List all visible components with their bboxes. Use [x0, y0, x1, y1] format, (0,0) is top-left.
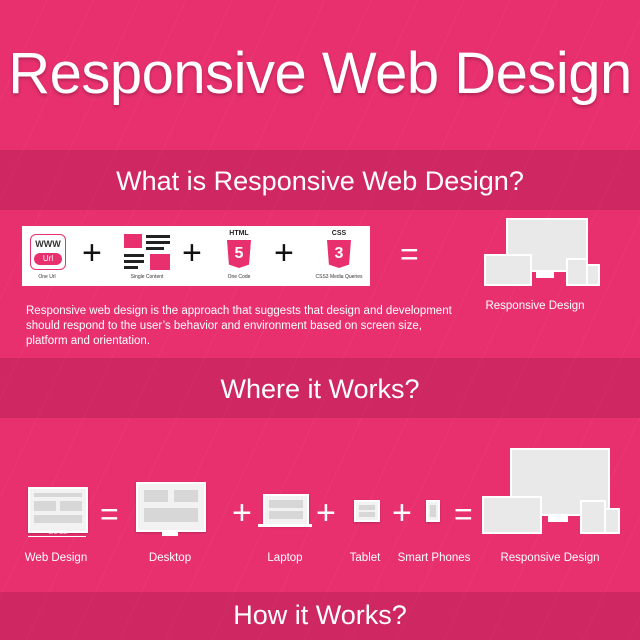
- css3-label: CSS3 Media Queries: [315, 274, 363, 280]
- tablet-label: Tablet: [349, 552, 381, 564]
- css3-icon: CSS 3: [324, 230, 354, 272]
- single-content-label: Single Content: [130, 274, 164, 280]
- laptop-base: [258, 524, 312, 527]
- section-heading-where: Where it Works?: [220, 374, 420, 404]
- section-band-what: [0, 150, 640, 210]
- url-icon: WWW Url: [30, 234, 66, 270]
- web-page-icon: [28, 487, 88, 533]
- smartphone-icon: [426, 500, 440, 522]
- plus-sign: +: [232, 494, 252, 532]
- equals-sign: =: [100, 496, 119, 532]
- html5-shield: 5: [227, 240, 251, 268]
- laptop-label: Laptop: [267, 552, 303, 564]
- section-heading-what: What is Responsive Web Design?: [116, 166, 524, 196]
- tablet-icon: [354, 500, 380, 522]
- plus-sign: +: [182, 234, 202, 272]
- css-text: CSS: [331, 230, 347, 237]
- desktop-stand: [162, 530, 178, 536]
- plus-sign: +: [274, 234, 294, 272]
- section-band-where: [0, 358, 640, 418]
- page-title: Responsive Web Design: [8, 41, 632, 106]
- responsive-devices-icon: [480, 218, 600, 288]
- one-site-label: One Site: [48, 530, 68, 536]
- plus-sign: +: [392, 494, 412, 532]
- single-content-icon: [124, 234, 170, 270]
- desktop-icon: [136, 482, 206, 532]
- desktop-label: Desktop: [148, 552, 192, 564]
- concept-strip: WWW Url One Url + Single Content + HTML …: [22, 226, 370, 286]
- one-url-label: One Url: [38, 274, 56, 280]
- css3-shield: 3: [327, 240, 351, 268]
- plus-sign: +: [316, 494, 336, 532]
- laptop-icon: [263, 494, 309, 526]
- smartphones-label: Smart Phones: [397, 552, 471, 564]
- html-text: HTML: [229, 230, 249, 237]
- section-heading-how: How it Works?: [233, 600, 407, 630]
- plus-sign: +: [82, 234, 102, 272]
- web-design-label: Web Design: [24, 552, 88, 564]
- responsive-devices-icon: [480, 448, 620, 540]
- url-pill: Url: [34, 253, 62, 265]
- one-code-label: One Code: [227, 274, 251, 280]
- responsive-design-label: Responsive Design: [485, 300, 585, 312]
- equals-sign: =: [400, 236, 419, 272]
- description-text: Responsive web design is the approach th…: [26, 305, 452, 347]
- responsive-design-label: Responsive Design: [500, 552, 600, 564]
- www-text: WWW: [35, 239, 61, 249]
- html5-icon: HTML 5: [224, 230, 254, 272]
- equals-sign: =: [454, 496, 473, 532]
- dimension-line: [28, 536, 86, 537]
- section-band-how: [0, 592, 640, 640]
